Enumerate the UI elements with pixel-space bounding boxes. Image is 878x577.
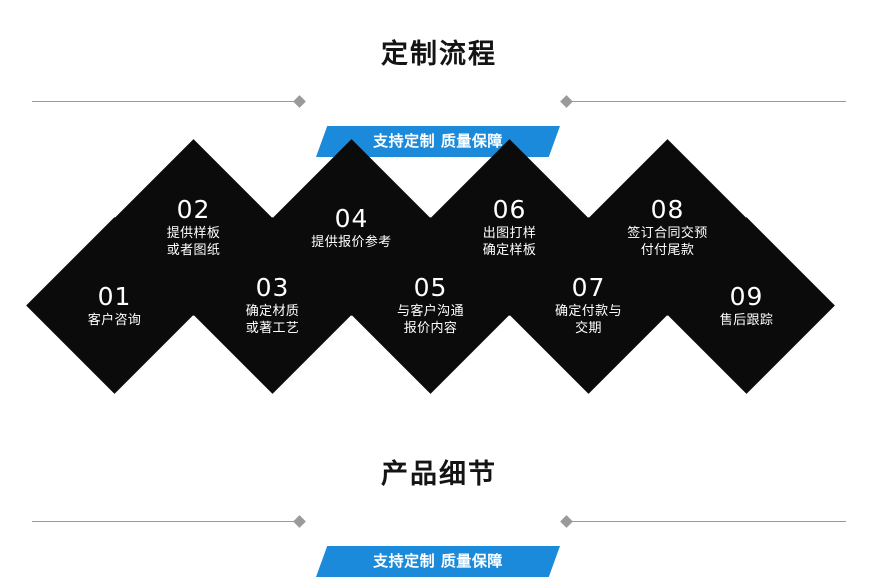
flow-step-number: 03 bbox=[255, 273, 290, 302]
page-title-details: 产品细节 bbox=[381, 459, 497, 490]
flow-step-label: 提供报价参考 bbox=[311, 234, 392, 250]
divider-diamond-right-icon bbox=[560, 95, 573, 108]
flow-step-label: 售后跟踪 bbox=[719, 312, 774, 328]
flow-step-number: 05 bbox=[413, 273, 448, 302]
flow-step-label: 确定材质 或著工艺 bbox=[245, 304, 300, 336]
flow-step-number: 04 bbox=[334, 203, 369, 233]
section-header-details: 产品细节 支持定制 质量保障 bbox=[0, 458, 878, 577]
ribbon-label-process: 支持定制 质量保障 bbox=[373, 132, 503, 150]
ribbon-banner-details: 支持定制 质量保障 bbox=[316, 546, 560, 577]
flow-step-label: 确定付款与 交期 bbox=[554, 304, 622, 336]
flow-step-label: 签订合同交预 付付尾款 bbox=[627, 226, 708, 258]
flow-step-label: 提供样板 或者图纸 bbox=[166, 226, 221, 258]
flow-step-number: 09 bbox=[729, 281, 764, 311]
section-header-process: 定制流程 支持定制 质量保障 bbox=[0, 38, 878, 157]
flow-step-number: 07 bbox=[571, 273, 606, 302]
ribbon-label-details: 支持定制 质量保障 bbox=[373, 552, 503, 570]
flow-step-number: 02 bbox=[176, 195, 211, 224]
flow-step-label: 与客户沟通 报价内容 bbox=[396, 304, 464, 336]
divider-line-left-bottom bbox=[32, 521, 300, 522]
flow-step-number: 01 bbox=[97, 281, 132, 311]
divider-line-left bbox=[32, 101, 300, 102]
divider-line-right-bottom bbox=[572, 521, 846, 522]
divider-diamond-left-icon bbox=[293, 95, 306, 108]
page-title-process: 定制流程 bbox=[381, 39, 497, 70]
flow-step-number: 08 bbox=[650, 195, 685, 224]
flow-step-label: 客户咨询 bbox=[87, 312, 142, 328]
flow-step-label: 出图打样 确定样板 bbox=[482, 226, 537, 258]
divider-line-right bbox=[572, 101, 846, 102]
divider-diamond-right-bottom-icon bbox=[560, 515, 573, 528]
divider-diamond-left-bottom-icon bbox=[293, 515, 306, 528]
flow-step-number: 06 bbox=[492, 195, 527, 224]
